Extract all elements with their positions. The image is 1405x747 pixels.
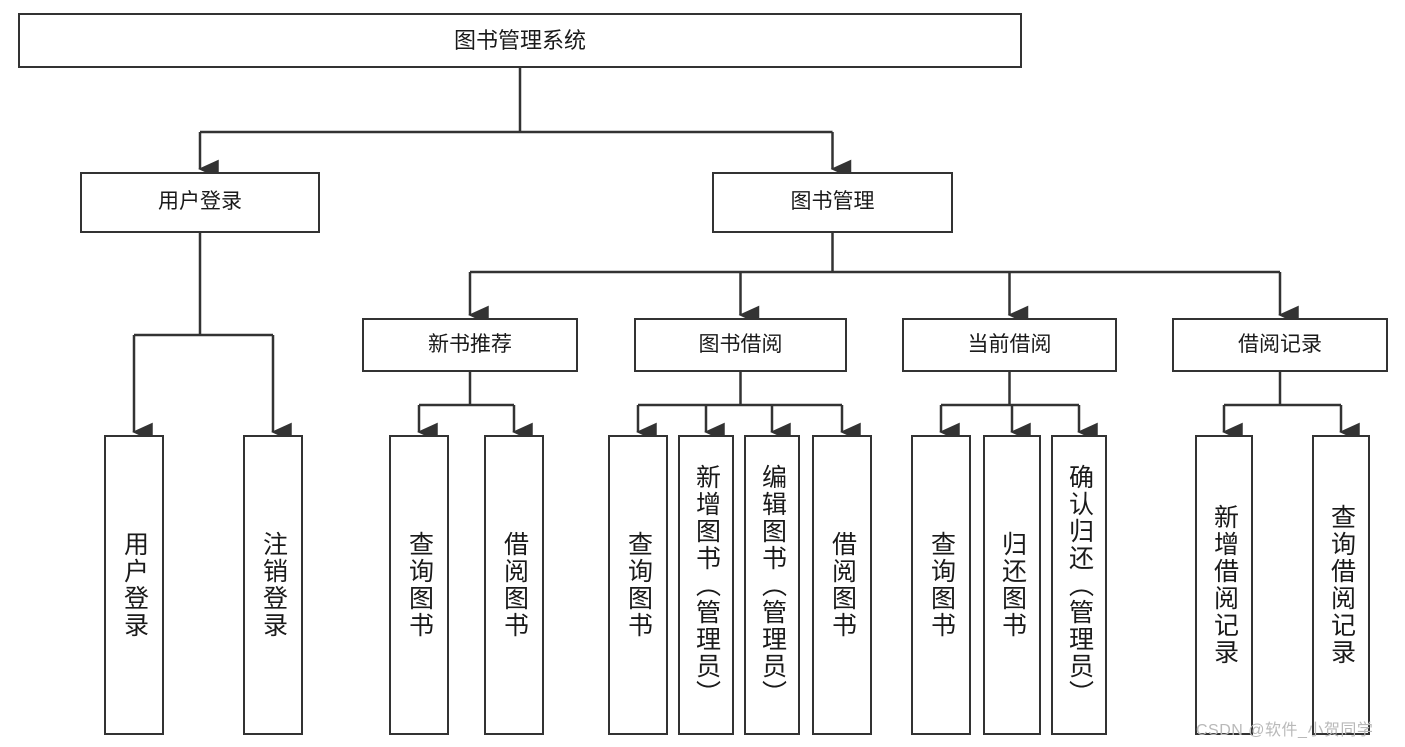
node-records[interactable]: 借阅记录 [1172, 318, 1388, 372]
node-label: 用户登录 [120, 531, 149, 639]
csdn-watermark: CSDN @软件_小贺同学 [1196, 722, 1374, 739]
node-leaf-cu-return[interactable]: 归还图书 [983, 435, 1041, 735]
node-label: 借阅记录 [1238, 332, 1322, 356]
node-leaf-cu-confirm[interactable]: 确认归还（管理员） [1051, 435, 1107, 735]
node-label: 用户登录 [158, 190, 242, 214]
node-leaf-user-logout[interactable]: 注销登录 [243, 435, 303, 735]
node-login[interactable]: 用户登录 [80, 172, 320, 233]
node-label: 图书管理系统 [453, 27, 586, 53]
node-borrow[interactable]: 图书借阅 [634, 318, 847, 372]
node-label: 新增图书（管理员） [692, 463, 721, 707]
node-newbook[interactable]: 新书推荐 [362, 318, 578, 372]
node-leaf-re-add[interactable]: 新增借阅记录 [1195, 435, 1253, 735]
node-label: 借阅图书 [500, 531, 529, 639]
node-label: 查询图书 [624, 531, 653, 639]
node-label: 新书推荐 [428, 332, 512, 356]
node-label: 编辑图书（管理员） [758, 463, 787, 707]
node-leaf-bo-add[interactable]: 新增图书（管理员） [678, 435, 734, 735]
node-label: 当前借阅 [967, 332, 1052, 356]
node-label: 归还图书 [998, 531, 1027, 639]
node-leaf-nb-query[interactable]: 查询图书 [389, 435, 449, 735]
node-leaf-nb-borrow[interactable]: 借阅图书 [484, 435, 544, 735]
node-root[interactable]: 图书管理系统 [18, 13, 1022, 68]
node-leaf-bo-edit[interactable]: 编辑图书（管理员） [744, 435, 800, 735]
node-leaf-bo-borrow[interactable]: 借阅图书 [812, 435, 872, 735]
node-label: 借阅图书 [828, 531, 857, 639]
node-label: 图书借阅 [698, 332, 783, 356]
node-bookmgmt[interactable]: 图书管理 [712, 172, 953, 233]
node-label: 查询借阅记录 [1327, 504, 1356, 666]
node-leaf-bo-query[interactable]: 查询图书 [608, 435, 668, 735]
node-leaf-cu-query[interactable]: 查询图书 [911, 435, 971, 735]
node-label: 查询图书 [405, 531, 434, 639]
node-leaf-re-query[interactable]: 查询借阅记录 [1312, 435, 1370, 735]
node-label: 图书管理 [790, 190, 875, 214]
node-label: 新增借阅记录 [1210, 504, 1239, 666]
node-label: 注销登录 [259, 531, 288, 639]
node-label: 确认归还（管理员） [1065, 463, 1094, 707]
node-current[interactable]: 当前借阅 [902, 318, 1117, 372]
node-label: 查询图书 [927, 531, 956, 639]
node-leaf-user-login[interactable]: 用户登录 [104, 435, 164, 735]
